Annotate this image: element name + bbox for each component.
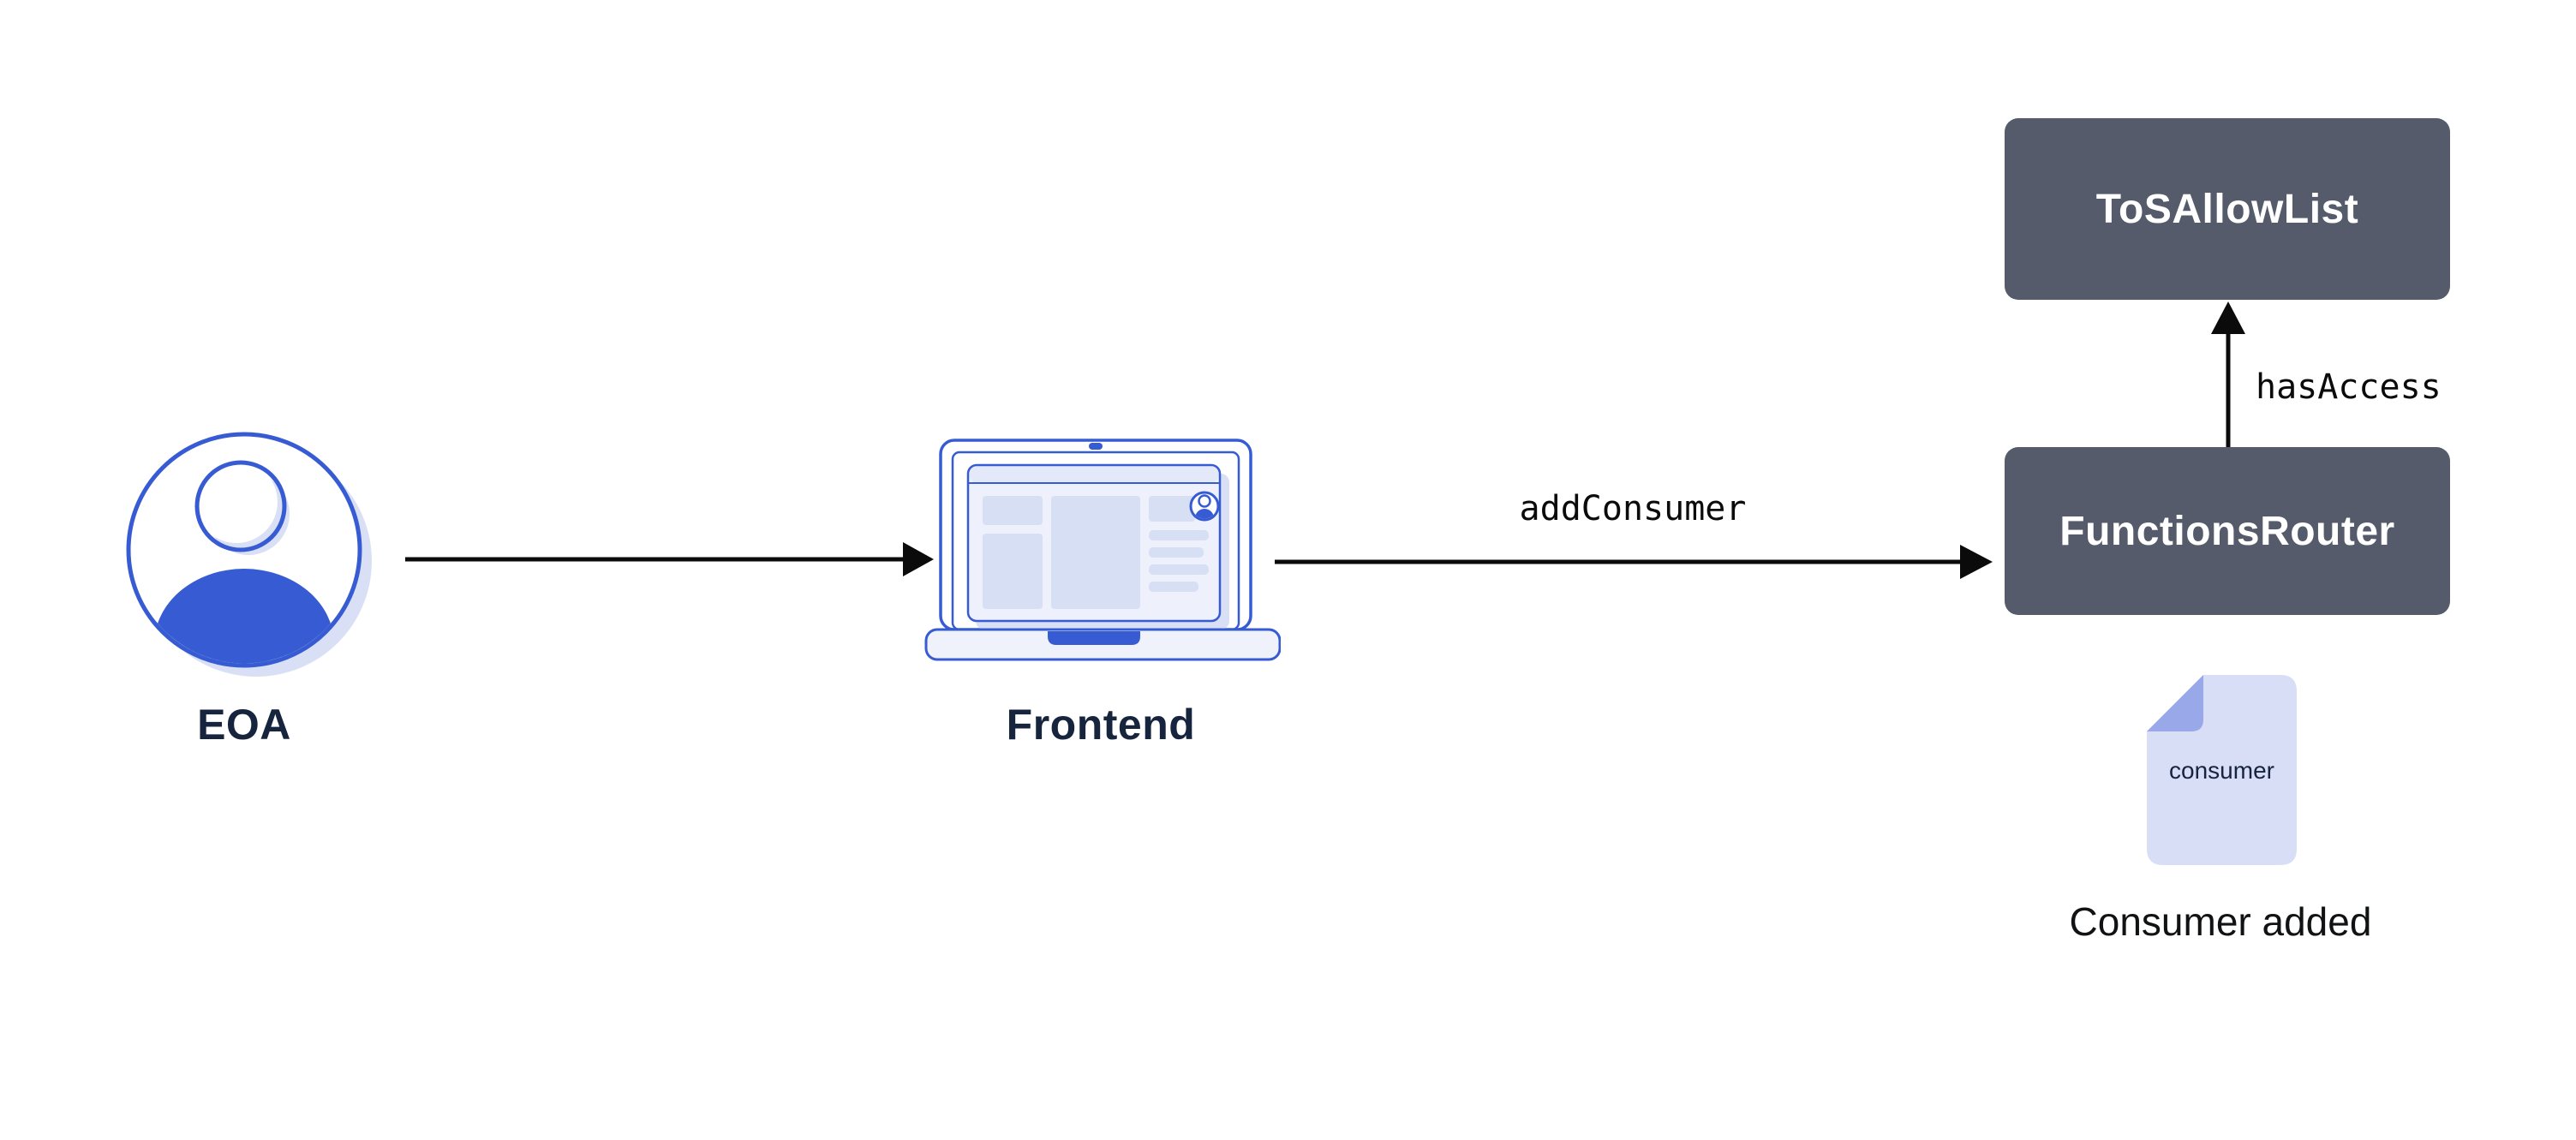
arrow-functionsrouter-to-tosallowlist xyxy=(2211,301,2245,449)
frontend-label: Frontend xyxy=(1006,701,1196,749)
arrow-frontend-to-functionsrouter xyxy=(1275,545,1993,579)
consumer-added-caption: Consumer added xyxy=(2069,899,2372,944)
arrow-eoa-to-frontend xyxy=(405,542,934,576)
add-consumer-edge-label: addConsumer xyxy=(1519,489,1747,528)
user-avatar-icon xyxy=(126,432,372,677)
eoa-label: EOA xyxy=(197,701,291,749)
functions-router-node: FunctionsRouter xyxy=(2005,447,2450,615)
document-icon xyxy=(2147,675,2297,865)
functions-router-label: FunctionsRouter xyxy=(2059,508,2395,554)
has-access-edge-label: hasAccess xyxy=(2256,367,2442,407)
tos-allowlist-label: ToSAllowList xyxy=(2095,186,2359,232)
tos-allowlist-node: ToSAllowList xyxy=(2005,118,2450,300)
laptop-icon xyxy=(924,439,1281,661)
consumer-doc-label: consumer xyxy=(2169,757,2274,784)
